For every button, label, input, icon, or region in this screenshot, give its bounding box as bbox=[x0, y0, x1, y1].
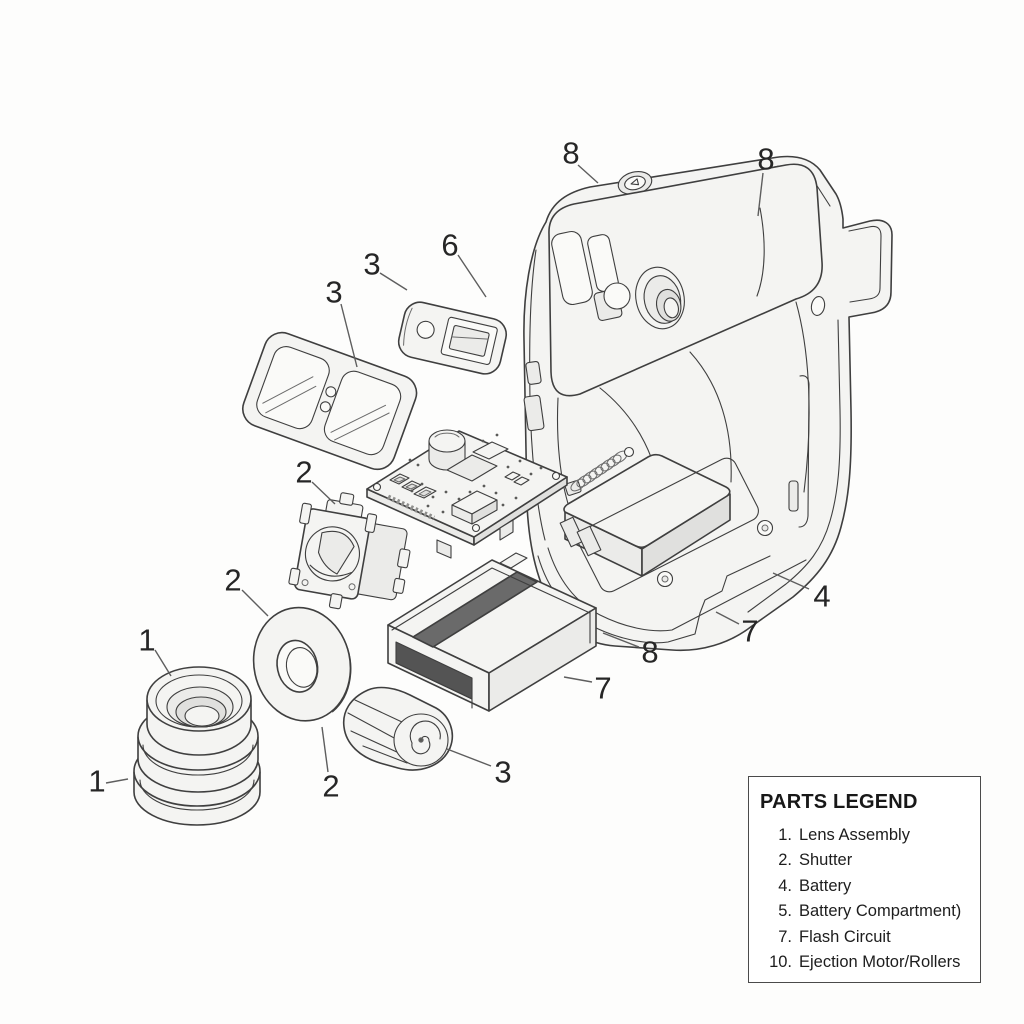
part-number-flash-unit: 6 bbox=[441, 228, 458, 263]
leader-line-lens-ring-bottom bbox=[322, 727, 328, 772]
legend-item-label: Flash Circuit bbox=[799, 927, 891, 946]
screw-2 bbox=[758, 521, 773, 536]
leader-line-lens-assembly-top bbox=[155, 650, 171, 676]
leader-line-flash-unit bbox=[458, 255, 486, 297]
tray-slot-1 bbox=[560, 517, 584, 546]
leader-line-camera-shell-bottom bbox=[716, 612, 739, 624]
leader-line-flash-unit-left bbox=[380, 273, 407, 290]
legend-item-label: Battery bbox=[799, 876, 852, 895]
flash-ready-light bbox=[415, 320, 435, 340]
part-number-camera-shell-bottom-right: 4 bbox=[813, 579, 830, 614]
screw-1 bbox=[658, 572, 673, 587]
legend-item: 1. Lens Assembly bbox=[759, 823, 972, 848]
legend-item-number: 1. bbox=[778, 826, 792, 844]
leader-line-camera-shell-right bbox=[758, 173, 763, 216]
cartridge-stripe bbox=[413, 572, 537, 647]
leader-line-ejection-roller bbox=[447, 749, 491, 766]
flash-unit bbox=[395, 299, 509, 377]
part-number-film-cartridge-front: 7 bbox=[594, 671, 611, 706]
legend-item-number: 7. bbox=[778, 927, 792, 946]
legend-item-number: 10. bbox=[769, 953, 792, 972]
connector-blocks bbox=[390, 474, 436, 498]
part-number-camera-shell-top: 8 bbox=[562, 136, 579, 171]
lens-opening bbox=[630, 263, 690, 334]
leader-line-camera-shell-bottom-right bbox=[773, 573, 809, 589]
capacitor bbox=[429, 430, 465, 470]
spring bbox=[564, 448, 633, 496]
board-connector bbox=[452, 491, 497, 524]
legend-item-label: Lens Assembly bbox=[799, 826, 910, 844]
camera-rear-shell bbox=[524, 157, 892, 651]
leader-line-lens-ring-top bbox=[242, 590, 268, 616]
leader-line-viewfinder-faceplate bbox=[341, 304, 357, 367]
roller-spiral bbox=[410, 721, 440, 754]
legend-item: 7. Flash Circuit bbox=[759, 925, 972, 950]
circuit-board bbox=[367, 430, 567, 558]
part-number-shutter-mechanism: 2 bbox=[295, 455, 312, 490]
legend-item-number: 5. bbox=[778, 902, 792, 921]
leader-line-film-cartridge-front bbox=[564, 677, 592, 682]
legend-item-number: 4. bbox=[778, 876, 792, 895]
part-number-lens-ring-bottom: 2 bbox=[322, 769, 339, 804]
part-number-viewfinder-faceplate: 3 bbox=[325, 275, 342, 310]
leader-line-film-cartridge-right bbox=[603, 633, 639, 647]
legend-item-number: 2. bbox=[778, 851, 792, 870]
lens-band-top bbox=[147, 667, 251, 755]
viewfinder-faceplate bbox=[238, 328, 422, 475]
part-number-film-cartridge-right: 8 bbox=[641, 635, 658, 670]
film-cartridge bbox=[388, 553, 596, 711]
parts-legend: PARTS LEGEND 1. Lens Assembly 2. Shutter… bbox=[748, 776, 981, 983]
legend-title: PARTS LEGEND bbox=[760, 791, 918, 813]
legend-item-label: Shutter bbox=[799, 851, 853, 870]
viewfinder-slot bbox=[550, 230, 594, 307]
part-number-lens-assembly-left: 1 bbox=[88, 764, 105, 799]
part-number-lens-ring-top: 2 bbox=[224, 563, 241, 598]
meter-window bbox=[604, 283, 630, 309]
part-number-camera-shell-right: 8 bbox=[757, 142, 774, 177]
lens-ring bbox=[243, 598, 361, 730]
part-number-lens-assembly-top: 1 bbox=[138, 623, 155, 658]
part-number-camera-shell-bottom: 7 bbox=[741, 614, 758, 649]
strap-lug bbox=[849, 226, 881, 302]
legend-item: 4. Battery bbox=[759, 874, 972, 899]
leader-line-lens-assembly-left bbox=[106, 779, 128, 783]
solder-dots bbox=[408, 433, 543, 514]
front-band bbox=[549, 164, 822, 395]
lens-assembly bbox=[134, 667, 260, 825]
tray-slot-2 bbox=[577, 526, 601, 555]
strap-hole bbox=[810, 296, 826, 317]
shutter-mechanism bbox=[286, 486, 418, 619]
legend-item: 5. Battery Compartment) bbox=[759, 899, 972, 924]
leader-line-camera-shell-top bbox=[578, 165, 598, 183]
legend-items: 1. Lens Assembly 2. Shutter 4. Battery 5… bbox=[759, 823, 972, 975]
part-number-flash-unit-left: 3 bbox=[363, 247, 380, 282]
legend-item: 10. Ejection Motor/Rollers bbox=[759, 950, 972, 975]
ejection-roller bbox=[344, 688, 453, 770]
leader-line-shutter-mechanism bbox=[312, 482, 335, 504]
legend-item-label: Ejection Motor/Rollers bbox=[799, 953, 961, 972]
part-number-ejection-roller: 3 bbox=[494, 755, 511, 790]
legend-item-label: Battery Compartment) bbox=[799, 902, 962, 921]
battery-pack bbox=[564, 455, 730, 576]
film-bay bbox=[574, 455, 762, 595]
legend-item: 2. Shutter bbox=[759, 848, 972, 873]
